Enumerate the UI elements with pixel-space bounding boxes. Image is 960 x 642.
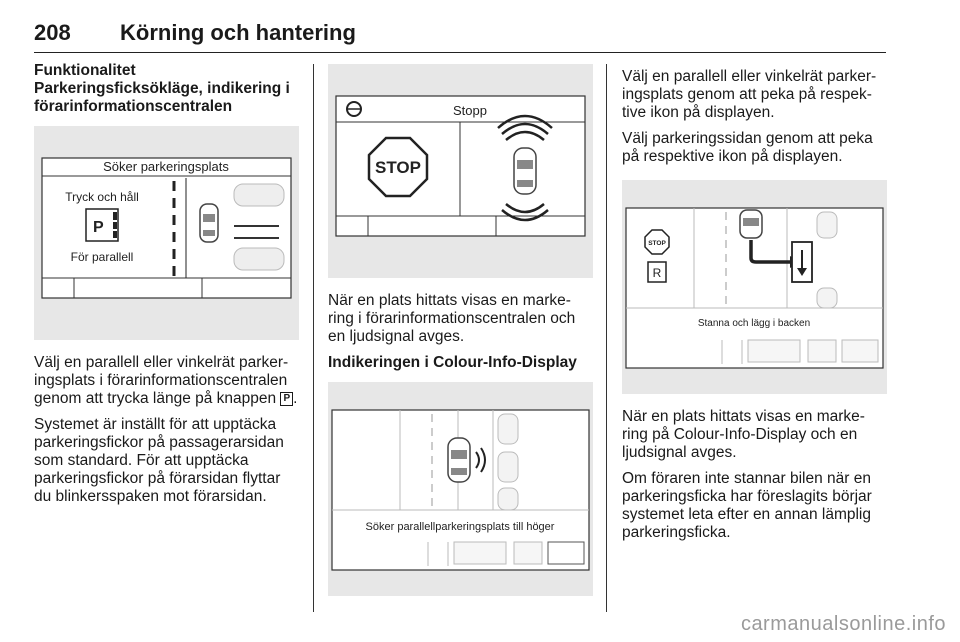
page-number: 208 (34, 20, 71, 45)
stop-sign-icon (644, 229, 670, 255)
chapter-title: Körning och hantering (120, 20, 356, 45)
dic-title: Söker parkeringsplats (103, 159, 229, 174)
watermark: carmanualsonline.info (740, 613, 946, 635)
cid-status: Söker parallellparkeringsplats till höge… (366, 521, 555, 533)
cid-status: Stanna och lägg i backen (698, 318, 810, 329)
figure-cid-stop: STOP R Stanna och lägg i backen (622, 180, 887, 394)
svg-text:P: P (93, 219, 104, 236)
figure-dic-stop: Stopp STOP (328, 64, 593, 278)
body-paragraph: Systemet är inställt för att upptäcka pa… (34, 416, 284, 505)
body-paragraph: Välj parkeringssidan genom att peka på r… (622, 130, 873, 165)
parking-button-icon: P (280, 391, 294, 406)
stop-sign-text: STOP (375, 158, 421, 177)
page-header: 208 Körning och hantering (34, 14, 886, 53)
subsection-heading: Indikeringen i Colour-Info-Display (328, 354, 577, 371)
reverse-label: R (653, 266, 662, 280)
car-icon (513, 147, 537, 195)
figure-dic-search: Söker parkeringsplats Tryck och håll P F… (34, 126, 299, 340)
dic-title: Stopp (453, 103, 487, 118)
column-divider (313, 64, 314, 612)
column-1: Funktionalitet Parkeringsficksökläge, in… (34, 62, 299, 514)
stop-label: STOP (648, 240, 666, 247)
dic-instruction: Tryck och håll (65, 190, 139, 204)
reverse-gear-icon (647, 261, 667, 283)
car-icon (199, 203, 219, 243)
section-heading: Funktionalitet (34, 62, 136, 79)
column-2: Stopp STOP När en plats hittats visas en… (328, 64, 593, 596)
column-3: Välj en parallell eller vinkelrät parker… (622, 68, 887, 550)
car-icon (447, 437, 471, 483)
body-paragraph: Om föraren inte stannar bilen när en par… (622, 470, 872, 541)
body-paragraph: När en plats hittats visas en marke-ring… (622, 408, 865, 461)
body-paragraph: Välj en parallell eller vinkelrät parker… (34, 354, 298, 407)
body-paragraph: När en plats hittats visas en marke-ring… (328, 292, 576, 345)
body-paragraph: Välj en parallell eller vinkelrät parker… (622, 68, 877, 121)
column-divider (606, 64, 607, 612)
dic-mode: För parallell (71, 250, 134, 264)
parking-assist-icon (85, 208, 119, 242)
figure-cid-search: Söker parallellparkeringsplats till höge… (328, 382, 593, 596)
stop-sign-icon (367, 136, 429, 198)
subsection-heading: Parkeringsficksökläge, indikering i föra… (34, 80, 290, 115)
